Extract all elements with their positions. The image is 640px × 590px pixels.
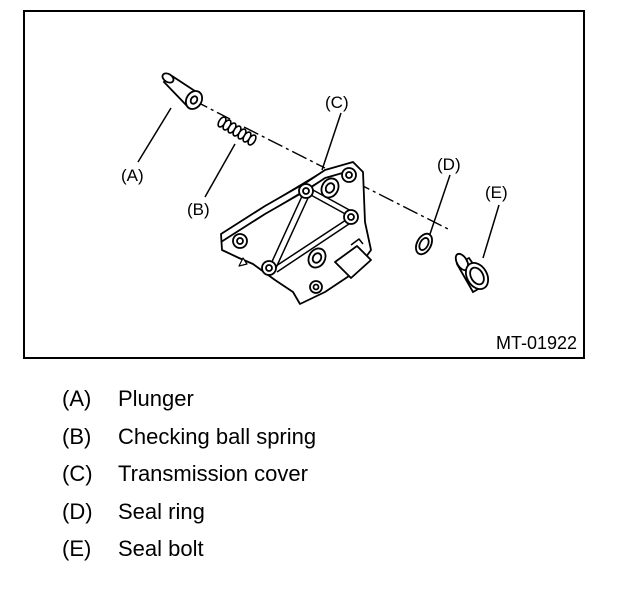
callout-d: (D): [437, 155, 461, 174]
transmission-cover-part: [220, 161, 372, 305]
plunger-part: [161, 72, 204, 110]
checking-ball-spring-part: [217, 116, 257, 146]
figure-frame: (A) (B) (C) (D) (E) MT-01922: [23, 10, 585, 359]
legend-item-checking-ball-spring: (B) Checking ball spring: [62, 423, 316, 461]
legend-key: (A): [62, 386, 92, 411]
legend-text: Seal ring: [118, 498, 205, 524]
leader-lines: [137, 107, 500, 259]
figure-code: MT-01922: [495, 333, 577, 353]
parts-legend: (A) Plunger (B) Checking ball spring (C) Tr…: [62, 385, 316, 573]
legend-text: Checking ball spring: [118, 423, 317, 449]
legend-text: Seal bolt: [118, 536, 204, 561]
legend-key: (C): [62, 461, 93, 486]
legend-key: (E): [62, 536, 92, 561]
leader-c: [321, 112, 342, 171]
legend-item-transmission-cover: (C) Transmission cover: [62, 460, 316, 498]
legend-key: (D): [62, 498, 93, 524]
callout-e: (E): [485, 183, 508, 202]
callout-b: (B): [187, 200, 210, 219]
leader-d: [429, 174, 451, 235]
legend-key: (B): [62, 423, 92, 449]
leader-b: [204, 143, 236, 198]
legend-text: Plunger: [118, 386, 194, 411]
exploded-diagram: [137, 72, 500, 305]
legend-item-seal-bolt: (E) Seal bolt: [62, 535, 316, 573]
leader-a: [137, 107, 172, 163]
legend-item-seal-ring: (D) Seal ring: [62, 498, 316, 536]
legend-text: Transmission cover: [118, 461, 308, 486]
legend-item-plunger: (A) Plunger: [62, 385, 316, 423]
callout-a: (A): [121, 166, 144, 185]
seal-ring-part: [415, 232, 433, 256]
seal-bolt-part: [454, 252, 490, 294]
callout-c: (C): [325, 93, 349, 112]
leader-e: [482, 204, 500, 259]
